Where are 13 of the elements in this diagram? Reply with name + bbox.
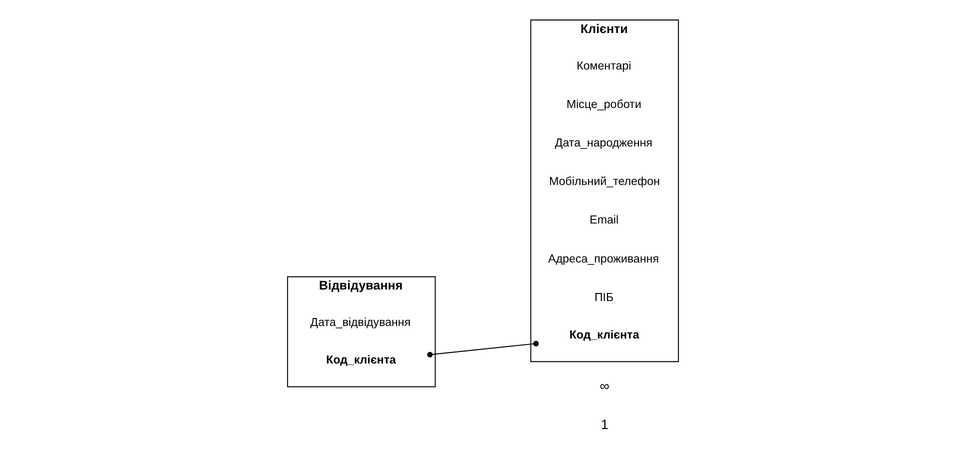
label: ∞ [599,378,609,394]
node-text: Дата_народження [554,138,652,150]
node-text: Дата_відвідування [310,317,410,330]
node-text: ПІБ [594,292,614,304]
label: 1 [600,416,608,432]
node-text: Коментарі [576,60,631,72]
node-text: Email [589,214,618,227]
connector [426,340,538,358]
node-text: Місце_роботи [566,98,641,111]
node-text: Код_клієнта [568,330,639,342]
node-text: Мобільний_телефон [548,176,660,188]
node-text: Адреса_проживання [548,253,658,266]
node-text: Код_клієнта [326,354,396,367]
